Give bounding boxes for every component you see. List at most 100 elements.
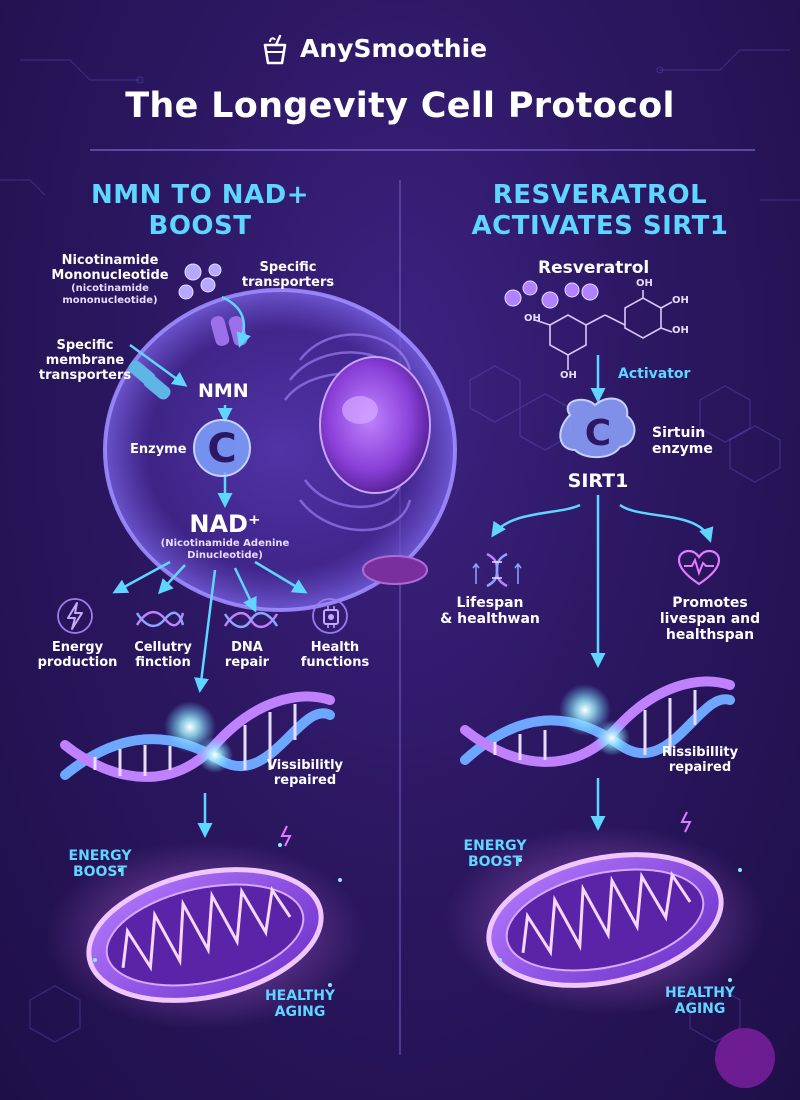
function-health-line1: Health: [310, 640, 360, 655]
nmn-label: NMN: [198, 380, 249, 402]
svg-text:C: C: [585, 413, 611, 454]
function-health: Health functions: [290, 640, 380, 670]
oh-label-2: OH: [560, 370, 577, 381]
transporters-line2: transporters: [241, 275, 335, 290]
molecule-paren-line1: (nicotinamide: [71, 283, 149, 294]
lifespan-line1: Lifespan: [456, 595, 524, 611]
transporters-line1: Specific: [259, 260, 317, 275]
function-dna-repair: DNA repair: [212, 640, 282, 670]
lightning-icon: [67, 602, 83, 630]
left-mitochondrion: [45, 840, 365, 1030]
molecule-name-line2: Mononucleotide: [51, 268, 169, 283]
oh-label-5: OH: [672, 325, 689, 336]
left-dna-helix: [60, 691, 335, 782]
function-cellular: Cellutry finction: [118, 640, 208, 670]
nmn-molecules: [178, 263, 222, 300]
left-energy-boost: ENERGY BOOST: [45, 848, 155, 880]
enzyme-shape: C: [193, 419, 251, 477]
function-health-line2: functions: [300, 655, 370, 670]
nad-label: NAD⁺: [189, 510, 261, 538]
promotes-line3: healthspan: [665, 627, 755, 643]
sirtuin-line1: Sirtuin: [652, 425, 706, 441]
promotes-line2: livespan and: [659, 611, 761, 627]
sirtuin-label: Sirtuin enzyme: [652, 425, 713, 457]
right-mitochondrion: [445, 825, 765, 1015]
brand-name: AnySmoothie: [300, 34, 488, 63]
right-heading-line1: RESVERATROL: [492, 180, 708, 210]
left-dna-label-line2: repaired: [273, 773, 337, 788]
resveratrol-label: Resveratrol: [538, 258, 650, 278]
left-heading-line2: BOOST: [148, 211, 252, 241]
nad-full-name: (Nicotinamide Adenine Dinucleotide): [150, 538, 300, 562]
promotes-label: Promotes livespan and healthspan: [640, 595, 780, 643]
left-heading-line1: NMN TO NAD+: [90, 180, 310, 210]
function-energy-line1: Energy: [51, 640, 104, 655]
chip-icon: [323, 606, 339, 628]
right-dna-label-line1: Rissibillity: [661, 745, 739, 760]
right-heading: RESVERATROL ACTIVATES SIRT1: [420, 180, 780, 242]
left-dna-label-line1: Vissibilitly: [266, 758, 344, 773]
right-aging-line1: HEALTHY: [664, 985, 736, 1001]
page-title: The Longevity Cell Protocol: [125, 86, 675, 126]
oh-label-1: OH: [524, 313, 541, 324]
lifespan-line2: & healthwan: [440, 611, 540, 627]
left-dna-label: Vissibilitly repaired: [245, 758, 365, 788]
left-energy-line1: ENERGY: [68, 848, 132, 864]
svg-text:C: C: [207, 426, 236, 472]
oh-label-3: OH: [636, 278, 653, 289]
resveratrol-structure: [504, 280, 673, 370]
left-healthy-aging: HEALTHY AGING: [245, 988, 355, 1020]
sirtuin-line2: enzyme: [652, 441, 713, 457]
dna-lifespan-icon: [472, 552, 522, 588]
left-aging-line2: AGING: [274, 1004, 326, 1020]
function-energy-line2: production: [37, 655, 118, 670]
right-dna-label: Rissibillity repaired: [640, 745, 760, 775]
function-cellular-line2: finction: [135, 655, 191, 670]
function-icon-frames: [57, 598, 348, 634]
left-aging-line1: HEALTHY: [264, 988, 336, 1004]
right-healthy-aging: HEALTHY AGING: [645, 985, 755, 1017]
dna-strand-icon: [135, 611, 185, 627]
lightning-sparks: [280, 811, 692, 847]
membrane-line3: transporters: [38, 368, 132, 383]
right-dna-label-line2: repaired: [668, 760, 732, 775]
cell-illustration: [103, 288, 457, 612]
left-arrows: [112, 295, 308, 838]
nmn-molecule-label: Nicotinamide Mononucleotide (nicotinamid…: [35, 253, 185, 307]
membrane-line1: Specific: [56, 338, 114, 353]
right-energy-line2: BOOST: [467, 854, 523, 870]
activator-label: Activator: [618, 366, 691, 382]
right-energy-line1: ENERGY: [463, 838, 527, 854]
function-energy: Energy production: [30, 640, 125, 670]
left-heading: NMN TO NAD+ BOOST: [20, 180, 380, 242]
function-cellular-line1: Cellutry: [134, 640, 192, 655]
decorative-blob: [715, 1028, 775, 1088]
left-energy-line2: BOOST: [72, 864, 128, 880]
heart-pulse-icon: [677, 549, 721, 586]
transporters-label: Specific transporters: [228, 260, 348, 290]
oh-label-4: OH: [672, 295, 689, 306]
molecule-paren-line2: mononucleotide): [62, 295, 158, 306]
right-dna-helix: [460, 676, 735, 767]
sirt1-label: SIRT1: [567, 470, 629, 492]
membrane-line2: membrane: [45, 353, 125, 368]
enzyme-label: Enzyme: [130, 442, 187, 457]
right-energy-boost: ENERGY BOOST: [440, 838, 550, 870]
molecule-name-line1: Nicotinamide: [61, 253, 159, 268]
dna-repair-icon: [223, 612, 279, 628]
function-dna-line1: DNA: [231, 640, 263, 655]
sparkles: [93, 843, 742, 987]
circuit-lines: [0, 49, 800, 201]
nad-full-line1: (Nicotinamide Adenine: [160, 538, 290, 549]
right-heading-line2: ACTIVATES SIRT1: [471, 211, 729, 241]
smoothie-cup-icon: [263, 34, 287, 65]
right-aging-line2: AGING: [674, 1001, 726, 1017]
promotes-line1: Promotes: [672, 595, 748, 611]
function-dna-line2: repair: [224, 655, 270, 670]
lifespan-label: Lifespan & healthwan: [420, 595, 560, 627]
sirtuin-shape: C: [559, 397, 636, 459]
right-arrows: [491, 355, 714, 831]
nad-full-line2: Dinucleotide): [187, 550, 263, 561]
